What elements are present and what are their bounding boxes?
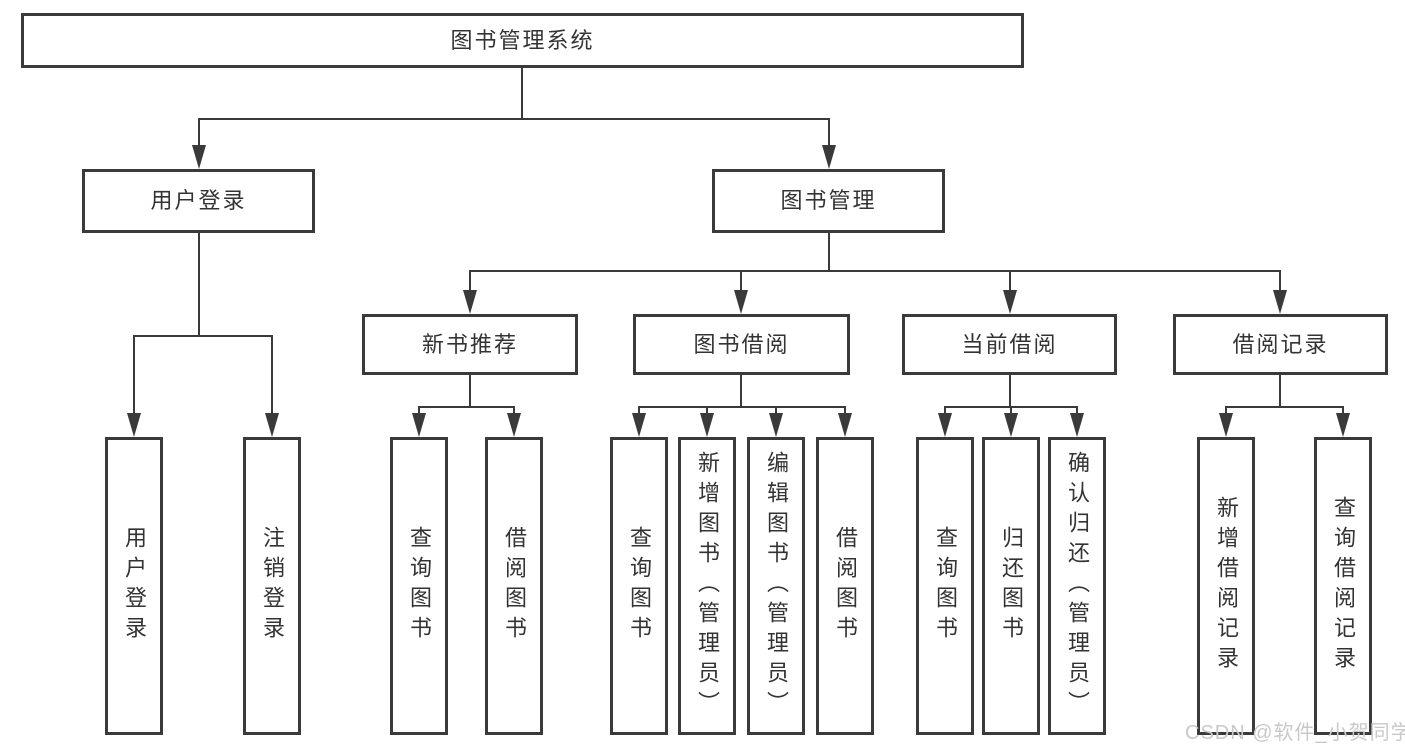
connector-g1-stem-2	[513, 406, 515, 416]
arrow-g2-4	[838, 413, 852, 437]
leaf-return-book-label: 归还图书	[999, 526, 1024, 646]
arrow-to-user-login	[192, 145, 206, 169]
arrow-to-newbook	[463, 290, 477, 314]
connector-g2-stem-3	[775, 406, 777, 416]
leaf-add-book-admin-label: 新增图书（管理员）	[695, 451, 720, 721]
connector-book-mgmt-stem	[828, 118, 830, 149]
leaf-query-book-2-label: 查询图书	[627, 526, 652, 646]
connector-borrowrecord-stem	[1279, 270, 1281, 292]
leaf-edit-book-admin-label: 编辑图书（管理员）	[764, 451, 789, 721]
leaf-query-book-2: 查询图书	[610, 437, 668, 735]
leaf-user-login: 用户登录	[105, 437, 163, 735]
connector-user-login-down	[198, 233, 200, 335]
arrow-to-book-mgmt	[822, 145, 836, 169]
leaf-return-book: 归还图书	[982, 437, 1040, 735]
connector-newbook-bar	[418, 406, 515, 408]
leaf-borrow-book-2: 借阅图书	[816, 437, 874, 735]
leaf-logout: 注销登录	[243, 437, 301, 735]
leaf-edit-book-admin: 编辑图书（管理员）	[747, 437, 805, 735]
leaf-add-borrow-record: 新增借阅记录	[1197, 437, 1255, 735]
node-new-book-recommend-label: 新书推荐	[421, 331, 518, 357]
arrow-g2-2	[700, 413, 714, 437]
arrow-g3-1	[938, 413, 952, 437]
node-root-system: 图书管理系统	[21, 13, 1024, 68]
node-user-login-label: 用户登录	[150, 188, 247, 213]
leaf-query-book-3-label: 查询图书	[933, 526, 958, 646]
leaf-borrow-book-1-label: 借阅图书	[502, 526, 527, 646]
leaf-query-book-3: 查询图书	[916, 437, 974, 735]
connector-root-bar	[198, 118, 830, 120]
connector-g4-stem-1	[1225, 406, 1227, 416]
node-current-borrowing: 当前借阅	[902, 314, 1117, 375]
arrow-to-leaf-logout	[265, 413, 279, 437]
connector-bookborrow-stem	[740, 270, 742, 292]
connector-currentborrow-down	[1009, 375, 1011, 408]
connector-g3-stem-1	[944, 406, 946, 416]
leaf-add-book-admin: 新增图书（管理员）	[678, 437, 736, 735]
arrow-to-borrowrecord	[1273, 290, 1287, 314]
connector-leaf-login-stem	[133, 335, 135, 415]
connector-g1-stem-1	[418, 406, 420, 416]
node-book-borrowing: 图书借阅	[633, 314, 850, 375]
connector-bookborrow-down	[740, 375, 742, 408]
leaf-confirm-return-admin: 确认归还（管理员）	[1048, 437, 1106, 735]
connector-borrowrecord-bar	[1225, 406, 1343, 408]
leaf-query-book-1: 查询图书	[390, 437, 448, 735]
connector-g4-stem-2	[1342, 406, 1344, 416]
watermark: CSDN @软件_小贺同学	[1185, 722, 1405, 744]
leaf-logout-label: 注销登录	[260, 526, 285, 646]
leaf-confirm-return-admin-label: 确认归还（管理员）	[1065, 451, 1090, 721]
node-root-label: 图书管理系统	[450, 27, 595, 53]
node-new-book-recommend: 新书推荐	[362, 314, 578, 375]
node-book-management: 图书管理	[712, 169, 945, 233]
connector-newbook-down	[469, 375, 471, 408]
connector-g2-stem-1	[638, 406, 640, 416]
leaf-borrow-book-1: 借阅图书	[485, 437, 543, 735]
connector-g2-stem-2	[706, 406, 708, 416]
arrow-g1-1	[412, 413, 426, 437]
node-book-borrowing-label: 图书借阅	[693, 331, 790, 357]
connector-book-mgmt-down	[828, 233, 830, 270]
connector-currentborrow-stem	[1009, 270, 1011, 292]
arrow-g2-1	[632, 413, 646, 437]
leaf-borrow-book-2-label: 借阅图书	[833, 526, 858, 646]
node-borrowing-records: 借阅记录	[1173, 314, 1388, 375]
arrow-to-currentborrow	[1003, 290, 1017, 314]
connector-leaf-logout-stem	[271, 335, 273, 415]
arrow-g4-2	[1336, 413, 1350, 437]
connector-g3-stem-2	[1010, 406, 1012, 416]
connector-g2-stem-4	[844, 406, 846, 416]
connector-borrowrecord-down	[1279, 375, 1281, 408]
arrow-g4-1	[1219, 413, 1233, 437]
leaf-query-borrow-record-label: 查询借阅记录	[1331, 496, 1356, 676]
arrow-to-bookborrow	[734, 290, 748, 314]
connector-g3-stem-3	[1076, 406, 1078, 416]
leaf-add-borrow-record-label: 新增借阅记录	[1214, 496, 1239, 676]
leaf-query-book-1-label: 查询图书	[407, 526, 432, 646]
leaf-user-login-label: 用户登录	[122, 526, 147, 646]
arrow-g3-3	[1070, 413, 1084, 437]
connector-user-login-stem	[198, 118, 200, 149]
node-current-borrowing-label: 当前借阅	[961, 331, 1058, 357]
arrow-g3-2	[1004, 413, 1018, 437]
arrow-g1-2	[507, 413, 521, 437]
connector-level3-bar	[469, 270, 1281, 272]
leaf-query-borrow-record: 查询借阅记录	[1314, 437, 1372, 735]
connector-root-stem	[521, 68, 523, 118]
node-borrowing-records-label: 借阅记录	[1232, 331, 1329, 357]
arrow-to-leaf-login	[127, 413, 141, 437]
node-user-login: 用户登录	[82, 169, 315, 233]
connector-user-login-bar	[133, 335, 273, 337]
connector-newbook-stem	[469, 270, 471, 292]
arrow-g2-3	[769, 413, 783, 437]
connector-bookborrow-bar	[638, 406, 845, 408]
node-book-management-label: 图书管理	[780, 188, 877, 213]
